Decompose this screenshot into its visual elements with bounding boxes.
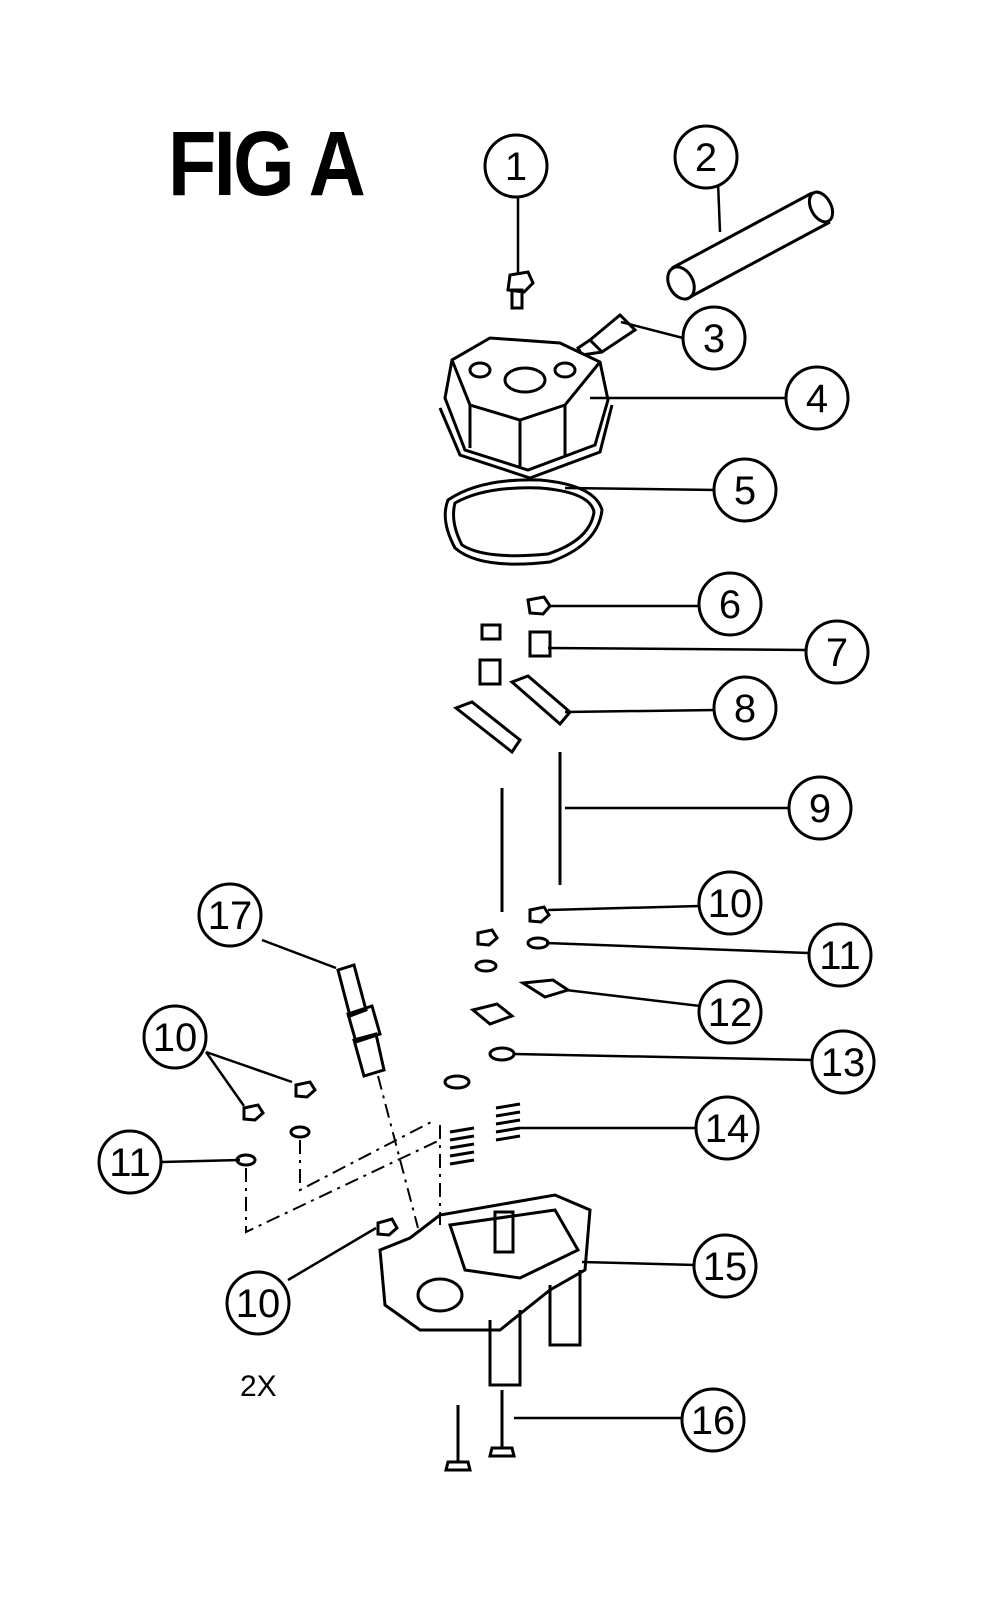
leader-lines [161, 181, 813, 1420]
part-spark-plug [336, 963, 386, 1078]
assembly-lines [245, 1075, 441, 1234]
callout-8: 8 [734, 687, 756, 731]
callout-1: 1 [505, 145, 527, 189]
callout-10-nut: 10 [708, 882, 753, 926]
part-rocker-arms [452, 674, 573, 755]
callout-5: 5 [734, 469, 756, 513]
callout-4: 4 [806, 377, 828, 421]
callout-6: 6 [719, 583, 741, 627]
callout-13: 13 [821, 1041, 866, 1085]
part-valves [444, 1390, 516, 1472]
part-cylinder-head [378, 1193, 592, 1387]
part-valve-cover [438, 336, 614, 480]
callout-7: 7 [826, 631, 848, 675]
callout-10-head: 10 [236, 1282, 281, 1326]
callout-16: 16 [691, 1399, 736, 1443]
callout-3: 3 [703, 317, 725, 361]
part-fitting [576, 312, 638, 357]
callout-17: 17 [208, 894, 253, 938]
part-breather-tube [666, 190, 835, 301]
quantity-note: 2X [240, 1370, 277, 1403]
part-valve-springs [449, 1102, 521, 1166]
callout-12: 12 [708, 991, 753, 1035]
callout-15: 15 [703, 1245, 748, 1289]
part-pivots [478, 623, 552, 686]
callout-circles [97, 124, 876, 1453]
callout-11-left: 11 [109, 1141, 151, 1185]
callout-14: 14 [705, 1107, 750, 1151]
callout-9: 9 [809, 787, 831, 831]
figure-title: FIG A [168, 113, 366, 215]
part-push-rods [500, 752, 562, 912]
callout-11-washer: 11 [819, 934, 861, 978]
callout-10-left: 10 [153, 1016, 198, 1060]
part-nut [526, 595, 552, 616]
part-gasket [443, 478, 604, 566]
part-bolt [506, 270, 535, 310]
callout-2: 2 [695, 136, 717, 180]
part-small-hardware [235, 905, 572, 1237]
